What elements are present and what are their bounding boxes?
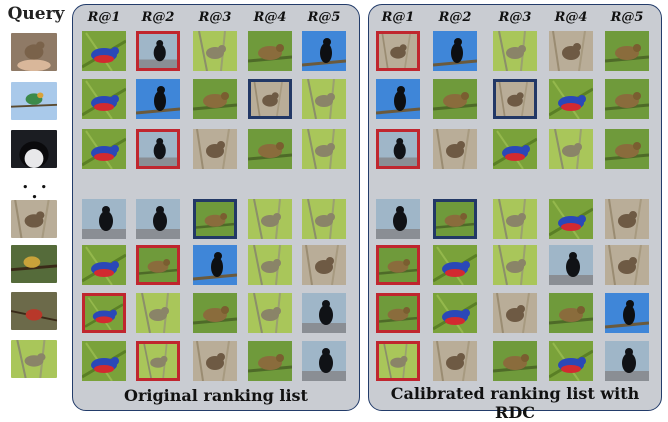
result-image-sparrow [605, 199, 649, 239]
result-image-bunting-red-box [82, 293, 126, 333]
result-image-thrush-red-box [376, 245, 420, 285]
rank-header-1: R@1 [87, 10, 121, 25]
result-image-thrush [433, 79, 477, 119]
query-image-crow-portrait [11, 130, 57, 168]
result-image-warbler [302, 199, 346, 239]
rank-header-2: R@2 [141, 10, 175, 25]
calibrated-ranking-panel: R@1 R@2 R@3 R@4 R@5 [368, 4, 662, 411]
result-image-thrush [605, 129, 649, 169]
result-image-bunting [82, 31, 126, 71]
result-image-thrush [193, 79, 237, 119]
rank-header-3: R@3 [498, 10, 532, 25]
result-image-thrush [605, 79, 649, 119]
result-image-sparrow-blue-box [248, 79, 292, 119]
query-title: Query [7, 4, 65, 24]
result-image-warbler-red-box [136, 341, 180, 381]
result-image-crow [549, 245, 593, 285]
result-image-sparrow [549, 31, 593, 71]
result-image-warbler [248, 245, 292, 285]
calibrated-ranking-caption: Calibrated ranking list with RDC [390, 384, 640, 422]
result-image-crow-sky [193, 245, 237, 285]
result-image-warbler [248, 293, 292, 333]
result-image-sparrow [493, 293, 537, 333]
result-image-crow [605, 341, 649, 381]
result-image-crow [302, 293, 346, 333]
result-image-warbler [493, 199, 537, 239]
original-ranking-panel: R@1 R@2 R@3 R@4 R@5 [72, 4, 360, 411]
rank-header-4: R@4 [253, 10, 287, 25]
result-image-warbler-red-box [376, 341, 420, 381]
query-image-cardinal-branch [11, 292, 57, 330]
result-image-crow-red-box [136, 31, 180, 71]
rank-header-3: R@3 [198, 10, 232, 25]
result-image-thrush [248, 341, 292, 381]
rank-header-2: R@2 [438, 10, 472, 25]
result-image-warbler [302, 129, 346, 169]
result-image-warbler [549, 129, 593, 169]
result-image-thrush [248, 129, 292, 169]
result-image-bunting [82, 245, 126, 285]
result-image-bunting [493, 129, 537, 169]
rank-header-5: R@5 [610, 10, 644, 25]
result-image-crow-red-box [136, 129, 180, 169]
result-image-bunting [82, 129, 126, 169]
result-image-crow-sky [302, 31, 346, 71]
result-image-sparrow [433, 341, 477, 381]
result-image-thrush-blue-box [193, 199, 237, 239]
result-image-warbler [136, 293, 180, 333]
result-image-crow-sky [376, 79, 420, 119]
rank-header-5: R@5 [307, 10, 341, 25]
result-image-bunting [433, 245, 477, 285]
result-image-crow [136, 199, 180, 239]
result-image-sparrow [605, 245, 649, 285]
result-image-warbler [193, 31, 237, 71]
rank-header-1: R@1 [381, 10, 415, 25]
result-image-thrush [248, 31, 292, 71]
result-image-bunting [82, 341, 126, 381]
result-image-crow [376, 199, 420, 239]
result-image-thrush [605, 31, 649, 71]
rank-header-4: R@4 [554, 10, 588, 25]
result-image-sparrow [302, 245, 346, 285]
result-image-sparrow-red-box [376, 31, 420, 71]
result-image-crow-sky [605, 293, 649, 333]
result-image-warbler [302, 79, 346, 119]
result-image-sparrow [193, 129, 237, 169]
query-image-warbler [11, 340, 57, 378]
query-image-sparrow [11, 200, 57, 238]
original-ranking-caption: Original ranking list [124, 386, 308, 405]
result-image-sparrow [433, 129, 477, 169]
result-image-warbler [493, 31, 537, 71]
query-image-finch-branch [11, 245, 57, 283]
result-image-thrush [493, 341, 537, 381]
result-image-warbler [248, 199, 292, 239]
ellipsis: . . . [22, 172, 50, 203]
result-image-thrush [193, 293, 237, 333]
result-image-sparrow-blue-box [493, 79, 537, 119]
result-image-bunting [549, 199, 593, 239]
result-image-sparrow [193, 341, 237, 381]
result-image-bunting [433, 293, 477, 333]
query-image-bee-eater-sky [11, 82, 57, 120]
result-image-crow-sky [136, 79, 180, 119]
result-image-crow-red-box [376, 129, 420, 169]
result-image-thrush-red-box [136, 245, 180, 285]
result-image-warbler [493, 245, 537, 285]
result-image-crow [302, 341, 346, 381]
result-image-bunting [82, 79, 126, 119]
result-image-thrush-blue-box [433, 199, 477, 239]
query-image-sparrow-hand [11, 33, 57, 71]
result-image-thrush [549, 293, 593, 333]
query-column [8, 0, 64, 415]
result-image-bunting [549, 341, 593, 381]
result-image-crow-sky [433, 31, 477, 71]
result-image-bunting [549, 79, 593, 119]
result-image-thrush-red-box [376, 293, 420, 333]
result-image-crow [82, 199, 126, 239]
